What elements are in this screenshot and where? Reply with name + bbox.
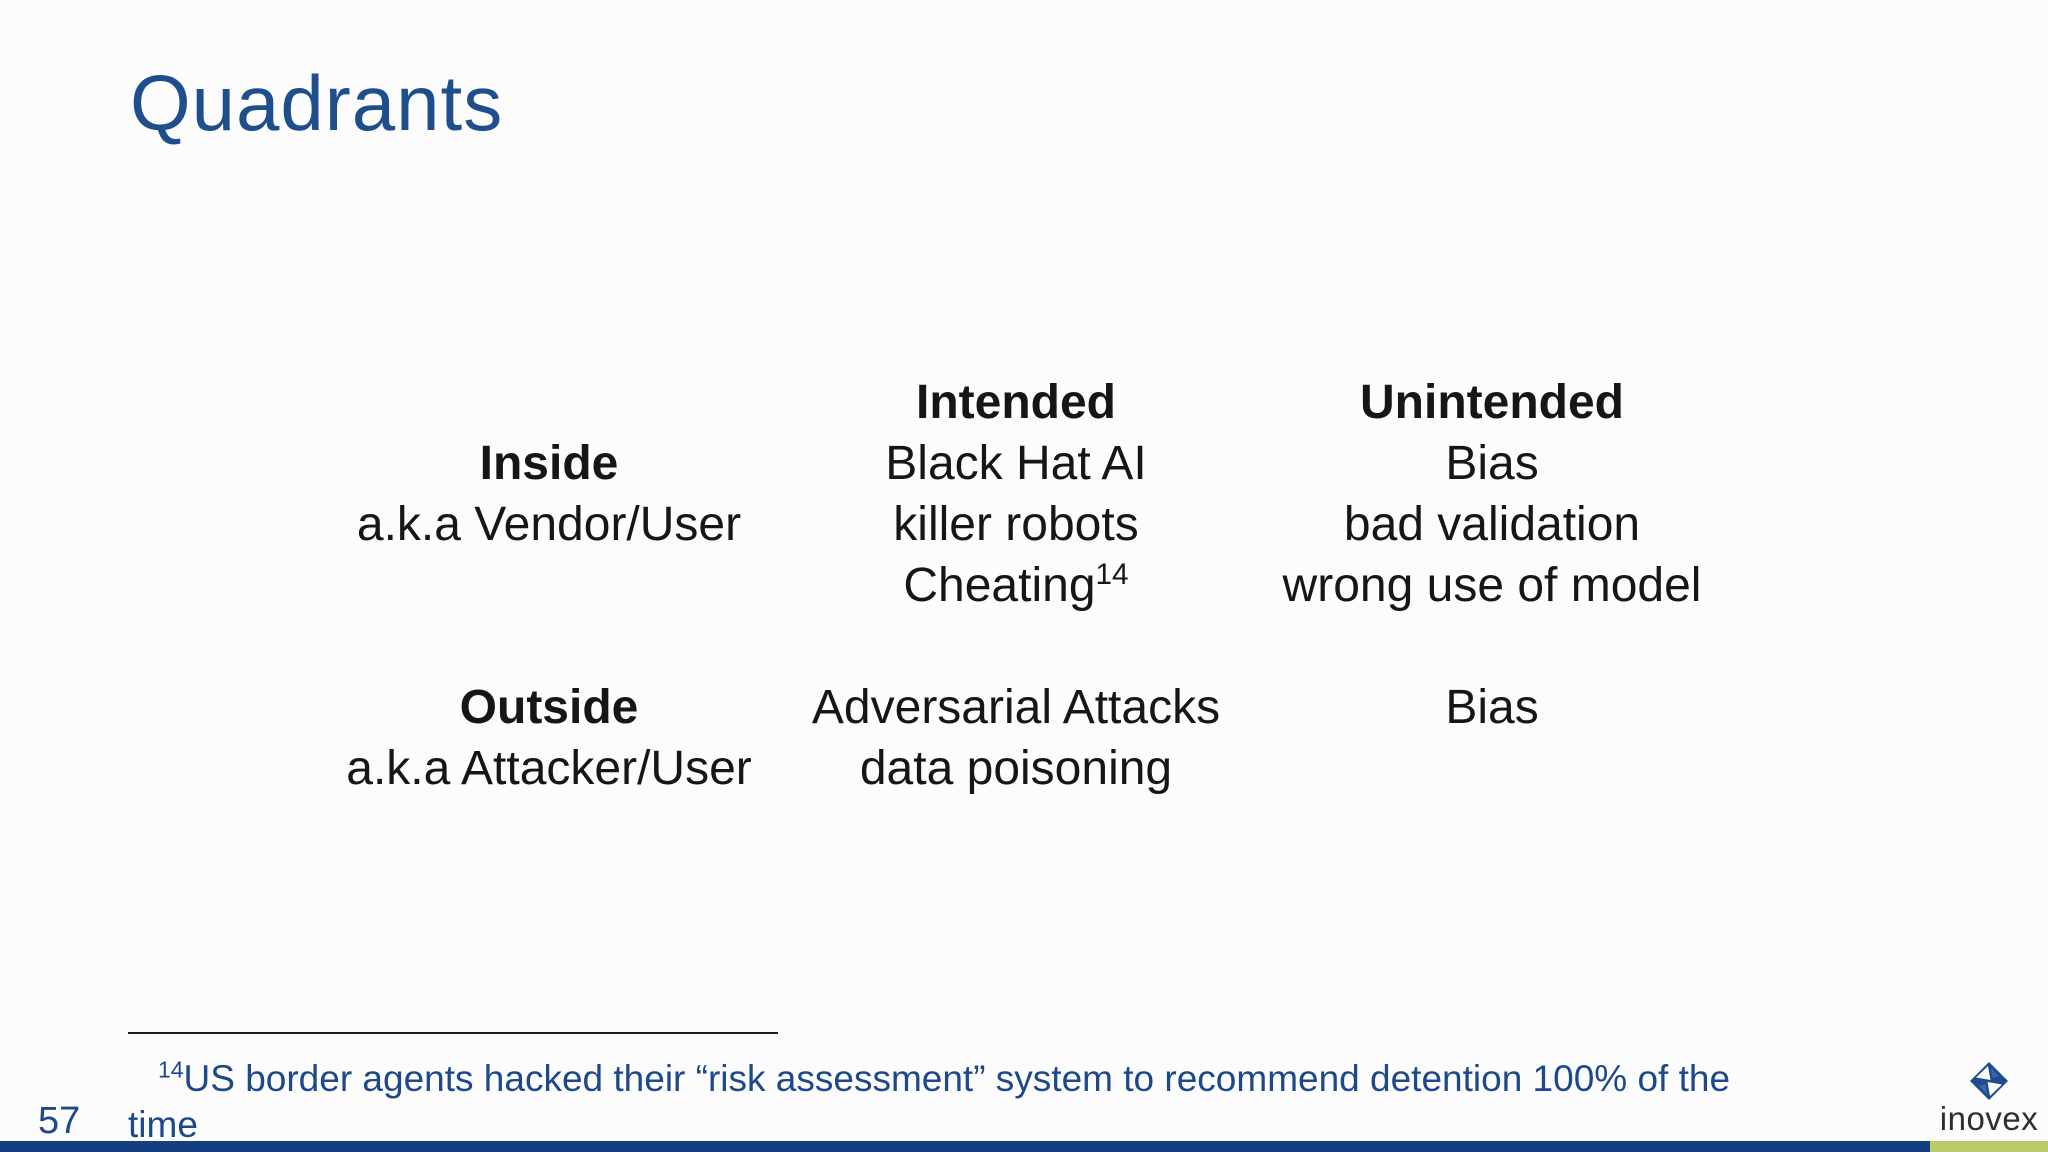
bottom-bar-green-segment xyxy=(1930,1141,2048,1152)
quadrant-row-headers-column: Inside a.k.a Vendor/User Outside a.k.a A… xyxy=(319,372,779,799)
footnote: 14US border agents hacked their “risk as… xyxy=(128,1056,1730,1148)
column-header-unintended: Unintended xyxy=(1360,376,1624,429)
bottom-bar xyxy=(0,1141,2048,1152)
column-header-intended: Intended xyxy=(916,376,1116,429)
slide-title: Quadrants xyxy=(130,59,504,147)
cell-inside-unintended-line3: wrong use of model xyxy=(1282,559,1702,612)
footnote-reference-marker: 14 xyxy=(1095,558,1129,591)
footnote-marker: 14 xyxy=(158,1056,184,1083)
spacer xyxy=(786,616,1246,677)
page-number: 57 xyxy=(38,1100,81,1142)
spacer xyxy=(319,372,779,433)
footnote-line2: time xyxy=(128,1104,198,1145)
inovex-logo: inovex xyxy=(1936,1061,2042,1136)
cheating-label: Cheating xyxy=(903,559,1096,612)
inovex-diamond-icon xyxy=(1970,1062,2008,1100)
spacer xyxy=(1262,616,1722,677)
footnote-divider xyxy=(128,1032,778,1034)
cell-outside-intended-line1: Adversarial Attacks xyxy=(811,681,1221,734)
footnote-line1: 14US border agents hacked their “risk as… xyxy=(128,1056,1730,1102)
cell-inside-unintended-line2: bad validation xyxy=(1343,498,1641,551)
row-header-outside: Outside xyxy=(459,681,639,734)
row-header-inside: Inside xyxy=(479,437,619,490)
cell-inside-unintended-line1: Bias xyxy=(1445,437,1539,490)
quadrant-column-unintended: Unintended Bias bad validation wrong use… xyxy=(1262,372,1722,799)
bottom-bar-blue-segment xyxy=(0,1141,1930,1152)
cell-outside-unintended-line1: Bias xyxy=(1445,681,1539,734)
row-alias-inside: a.k.a Vendor/User xyxy=(356,498,742,551)
footnote-text: US border agents hacked their “risk asse… xyxy=(183,1058,1731,1099)
spacer xyxy=(319,616,779,677)
inovex-wordmark: inovex xyxy=(1939,1100,2039,1137)
cell-inside-intended-line1: Black Hat AI xyxy=(885,437,1147,490)
row-alias-outside: a.k.a Attacker/User xyxy=(346,742,752,795)
cell-inside-intended-line3: Cheating14 xyxy=(786,555,1246,616)
spacer xyxy=(319,555,779,616)
cell-inside-intended-line2: killer robots xyxy=(893,498,1139,551)
cell-outside-intended-line2: data poisoning xyxy=(859,742,1173,795)
quadrant-column-intended: Intended Black Hat AI killer robots Chea… xyxy=(786,372,1246,799)
spacer xyxy=(1262,738,1722,799)
